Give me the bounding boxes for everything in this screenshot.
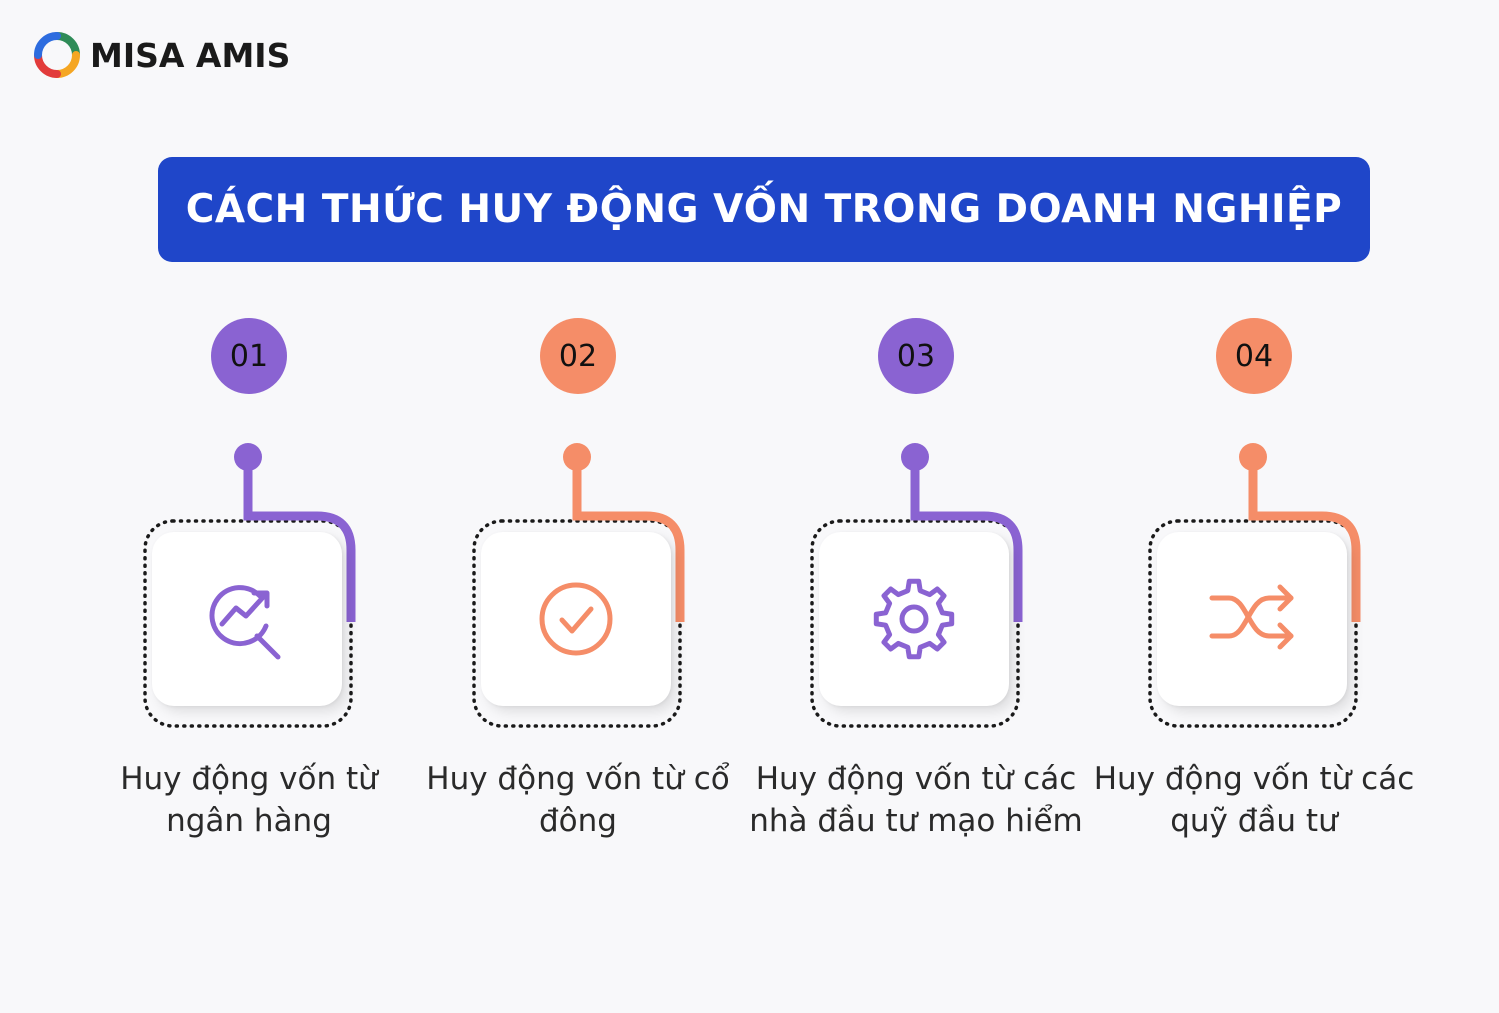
brand-logo: MISA AMIS [34, 31, 290, 79]
step-card [819, 532, 1009, 706]
step-label: Huy động vốn từ các quỹ đầu tư [1093, 761, 1415, 839]
step-item: 02 Huy động vốn từ cổ đông [408, 318, 748, 918]
step-item: 03 Huy động vốn từ các nhà đầu tư mạo hi… [746, 318, 1086, 918]
analytics-search-icon [209, 585, 281, 660]
step-card [1157, 532, 1347, 706]
step-connector [1148, 443, 1361, 728]
step-number-badge: 03 [878, 318, 954, 394]
step-card [481, 532, 671, 706]
step-connector [472, 443, 685, 728]
step-number-badge: 04 [1216, 318, 1292, 394]
step-number-badge: 02 [540, 318, 616, 394]
step-connector [143, 443, 356, 728]
step-item: 01 Huy động vốn từ ngân hàng [79, 318, 419, 918]
page-title: CÁCH THỨC HUY ĐỘNG VỐN TRONG DOANH NGHIỆ… [185, 187, 1343, 232]
logo-text: MISA AMIS [90, 35, 291, 75]
step-label: Huy động vốn từ cổ đông [426, 761, 730, 839]
title-banner: CÁCH THỨC HUY ĐỘNG VỐN TRONG DOANH NGHIỆ… [158, 157, 1370, 262]
step-connector [810, 443, 1023, 728]
step-label: Huy động vốn từ ngân hàng [120, 761, 378, 839]
misa-amis-logo-icon [34, 32, 80, 78]
step-item: 04 Huy động vốn từ các quỹ đầu tư [1084, 318, 1424, 918]
shuffle-icon [1209, 584, 1294, 650]
step-number-badge: 01 [211, 318, 287, 394]
check-circle-icon [539, 582, 613, 656]
gear-icon [873, 578, 955, 660]
step-card [152, 532, 342, 706]
step-label: Huy động vốn từ các nhà đầu tư mạo hiểm [749, 761, 1083, 839]
